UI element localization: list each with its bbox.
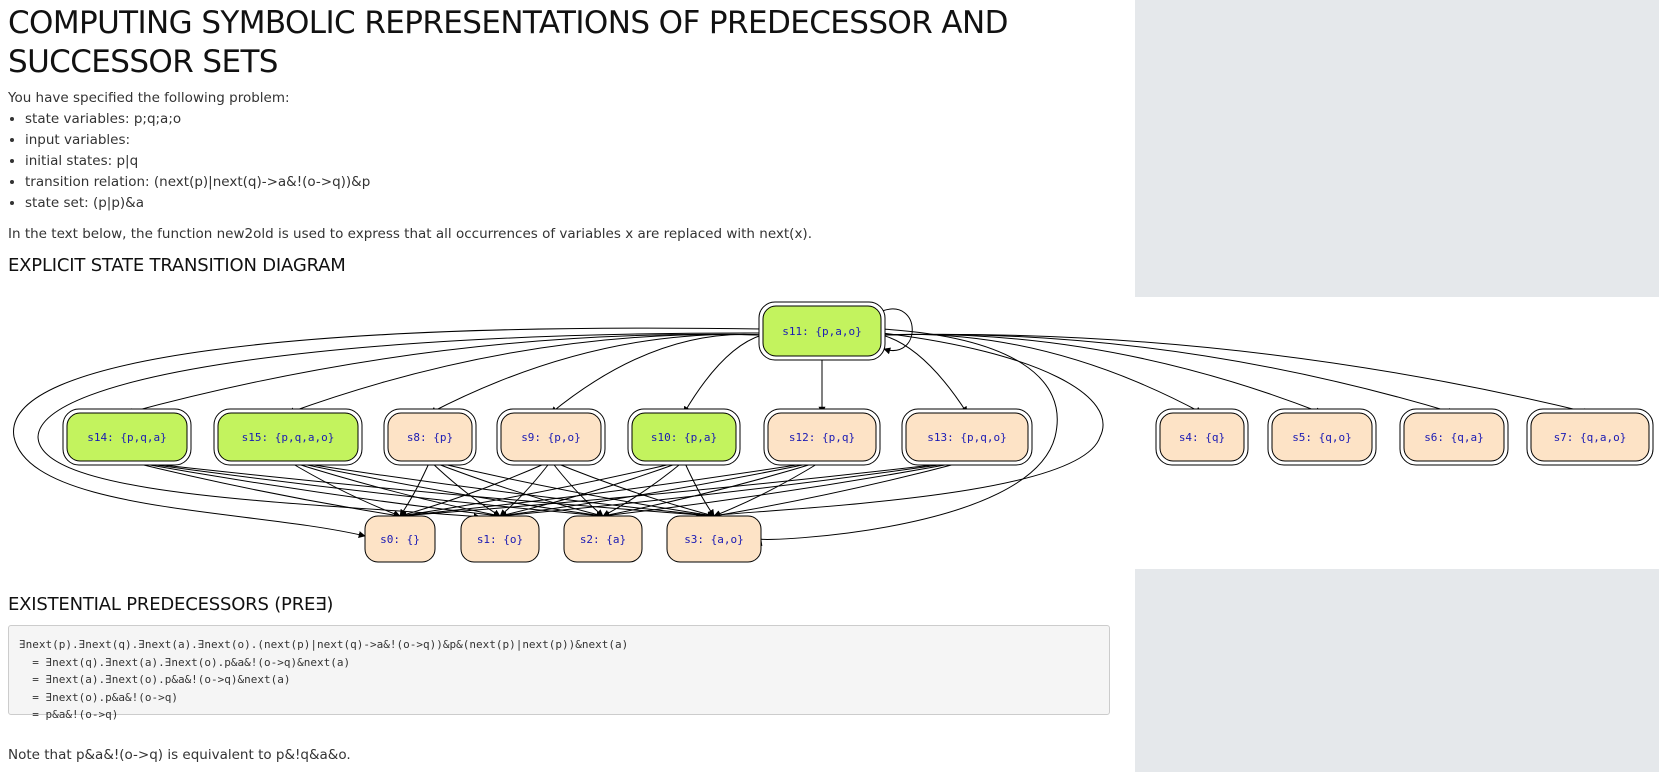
edge-s11-to-s5 [881, 333, 1323, 414]
state-node-s0: s0: {} [364, 515, 436, 563]
edge-s11-to-s14 [126, 333, 763, 415]
state-label-s9: s9: {p,o} [521, 431, 581, 444]
edge-s9-to-s2 [550, 460, 604, 517]
edge-s10-to-s2 [602, 460, 685, 517]
edge-s10-to-s1 [499, 460, 685, 518]
state-transition-diagram: s11: {p,a,o} s14: {p,q,a} s15: {p,q,a,o} s8… [0, 297, 1659, 569]
page-title: COMPUTING SYMBOLIC REPRESENTATIONS OF PR… [8, 5, 1008, 80]
edge-s12-to-s1 [499, 460, 823, 519]
state-label-s12: s12: {p,q} [789, 431, 855, 444]
edge-s13-to-s2 [602, 460, 968, 519]
state-label-s1: s1: {o} [477, 533, 523, 546]
state-node-s7: s7: {q,a,o} [1526, 408, 1654, 466]
edge-s11-to-s8 [429, 333, 763, 414]
edge-s11-to-s6 [881, 333, 1455, 415]
problem-item-state-set: state set: (p|p)&a [25, 193, 370, 214]
edge-s13-to-s1 [499, 460, 968, 519]
equivalence-note: Note that p&a&!(o->q) is equivalent to p… [8, 747, 351, 763]
state-node-s4: s4: {q} [1155, 408, 1249, 466]
edge-s14-to-s3 [126, 460, 715, 520]
edge-s14-to-s0 [126, 460, 401, 519]
edge-s11-to-s1 [37, 332, 763, 520]
edge-s14-to-s1 [126, 460, 501, 519]
state-node-s13: s13: {p,q,o} [901, 408, 1033, 466]
state-node-s10: s10: {p,a} [627, 408, 741, 466]
problem-item-initial-states: initial states: p|q [25, 151, 370, 172]
edge-s11-to-s0 [13, 327, 763, 538]
edge-s11-to-s3 [756, 328, 1058, 546]
state-label-s4: s4: {q} [1179, 431, 1225, 444]
problem-item-state-variables: state variables: p;q;a;o [25, 109, 370, 130]
state-node-s9: s9: {p,o} [496, 408, 606, 466]
edge-s12-to-s3 [713, 460, 823, 517]
edge-s13-to-s3 [713, 460, 968, 519]
state-node-s3: s3: {a,o} [666, 515, 762, 563]
edge-s12-to-s0 [399, 460, 823, 519]
edge-s9-to-s0 [399, 460, 552, 518]
edge-s10-to-s0 [399, 460, 685, 519]
state-label-s6: s6: {q,a} [1424, 431, 1484, 444]
state-node-s8: s8: {p} [383, 408, 477, 466]
edge-s11-self-loop [881, 308, 913, 355]
state-label-s7: s7: {q,a,o} [1554, 431, 1627, 444]
state-diagram-svg: s11: {p,a,o} s14: {p,q,a} s15: {p,q,a,o} s8… [13, 301, 1654, 563]
diagram-edges [13, 308, 1591, 546]
state-node-s11: s11: {p,a,o} [758, 301, 886, 361]
edge-s8-to-s2 [429, 460, 604, 518]
state-node-s5: s5: {q,o} [1267, 408, 1377, 466]
new2old-note: In the text below, the function new2old … [8, 226, 812, 242]
state-label-s2: s2: {a} [580, 533, 626, 546]
derivation-code-block: ∃next(p).∃next(q).∃next(a).∃next(o).(nex… [8, 625, 1110, 721]
predecessors-heading: EXISTENTIAL PREDECESSORS (PRE∃) [8, 594, 334, 615]
state-node-s15: s15: {p,q,a,o} [213, 408, 363, 466]
state-label-s15: s15: {p,q,a,o} [242, 431, 335, 444]
problem-list: state variables: p;q;a;o input variables… [8, 109, 370, 214]
edge-s14-to-s2 [126, 460, 604, 519]
edge-s15-to-s3 [287, 460, 715, 519]
state-label-s3: s3: {a,o} [684, 533, 744, 546]
problem-item-transition-relation: transition relation: (next(p)|next(q)->a… [25, 172, 370, 193]
edge-s10-to-s3 [683, 460, 715, 517]
state-node-s14: s14: {p,q,a} [62, 408, 192, 466]
state-label-s10: s10: {p,a} [651, 431, 717, 444]
problem-item-input-variables: input variables: [25, 130, 370, 151]
state-label-s8: s8: {p} [407, 431, 453, 444]
problem-intro: You have specified the following problem… [8, 90, 290, 106]
edge-s8-to-s3 [429, 460, 715, 519]
edge-s12-to-s2 [602, 460, 823, 519]
edge-s9-to-s3 [550, 460, 715, 518]
state-node-s12: s12: {p,q} [763, 408, 881, 466]
state-label-s0: s0: {} [380, 533, 420, 546]
edge-s8-to-s0 [399, 460, 431, 517]
state-label-s11: s11: {p,a,o} [782, 325, 861, 338]
edge-s11-to-s13 [881, 334, 968, 414]
edge-s11-to-s15 [287, 333, 763, 415]
diagram-nodes: s11: {p,a,o} s14: {p,q,a} s15: {p,q,a,o} s8… [62, 301, 1654, 563]
edge-s11-to-s7 [881, 333, 1591, 415]
edge-s13-to-s0 [399, 460, 968, 520]
diagram-heading: EXPLICIT STATE TRANSITION DIAGRAM [8, 255, 346, 276]
edge-s11-to-s9 [550, 333, 763, 414]
state-label-s14: s14: {p,q,a} [87, 431, 166, 444]
edge-s15-to-s0 [287, 460, 401, 518]
state-label-s13: s13: {p,q,o} [927, 431, 1006, 444]
state-node-s6: s6: {q,a} [1399, 408, 1509, 466]
edge-s11-to-s4 [881, 333, 1203, 414]
state-node-s2: s2: {a} [563, 515, 643, 563]
state-label-s5: s5: {q,o} [1292, 431, 1352, 444]
edge-s11-to-s10 [683, 334, 763, 414]
state-node-s1: s1: {o} [460, 515, 540, 563]
edge-s8-to-s1 [429, 460, 501, 517]
